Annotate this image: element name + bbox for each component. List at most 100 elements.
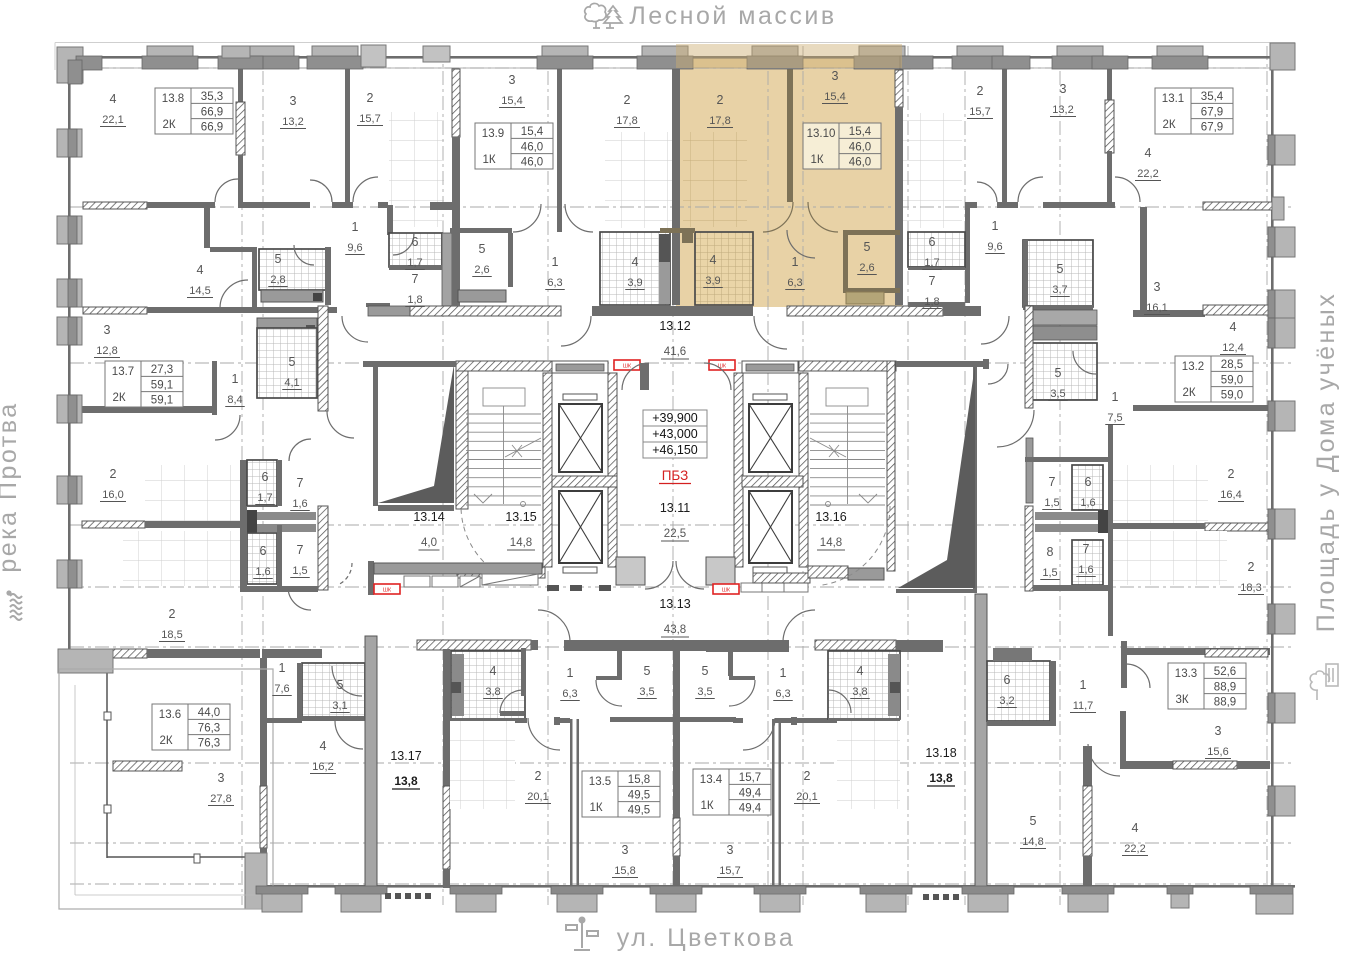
svg-text:3: 3	[1060, 82, 1067, 96]
svg-text:1К: 1К	[589, 802, 602, 814]
svg-text:22,5: 22,5	[664, 528, 686, 540]
svg-text:7,5: 7,5	[1107, 412, 1122, 424]
svg-text:7: 7	[1049, 475, 1056, 489]
svg-text:5: 5	[702, 664, 709, 678]
svg-text:3,1: 3,1	[332, 700, 347, 712]
svg-text:7: 7	[929, 274, 936, 288]
svg-text:2: 2	[1228, 467, 1235, 481]
svg-text:13.4: 13.4	[700, 774, 723, 786]
svg-text:6: 6	[412, 235, 419, 249]
svg-text:88,9: 88,9	[1214, 681, 1236, 693]
svg-text:15,8: 15,8	[614, 865, 635, 877]
svg-text:ШК: ШК	[383, 588, 392, 594]
svg-text:7: 7	[412, 272, 419, 286]
svg-text:49,4: 49,4	[739, 787, 762, 799]
svg-text:13,8: 13,8	[929, 771, 953, 785]
svg-text:35,3: 35,3	[201, 91, 223, 103]
svg-text:+43,000: +43,000	[652, 427, 698, 441]
svg-text:ул. Цветкова: ул. Цветкова	[617, 924, 795, 952]
svg-text:67,9: 67,9	[1201, 122, 1223, 134]
svg-text:ПБЗ: ПБЗ	[662, 468, 689, 483]
svg-text:4: 4	[490, 664, 497, 678]
svg-text:13.2: 13.2	[1182, 361, 1204, 373]
svg-text:ШК: ШК	[718, 364, 727, 370]
svg-text:1К: 1К	[700, 800, 713, 812]
svg-text:15,6: 15,6	[1207, 746, 1228, 758]
svg-text:5: 5	[479, 242, 486, 256]
svg-text:4: 4	[857, 664, 864, 678]
svg-text:6,3: 6,3	[775, 688, 790, 700]
svg-text:5: 5	[644, 664, 651, 678]
svg-text:6,3: 6,3	[547, 277, 562, 289]
svg-text:59,1: 59,1	[151, 395, 173, 407]
svg-text:4,1: 4,1	[284, 377, 299, 389]
svg-text:46,0: 46,0	[521, 141, 543, 153]
svg-text:22,2: 22,2	[1124, 843, 1145, 855]
svg-text:66,9: 66,9	[201, 122, 223, 134]
svg-text:2: 2	[169, 607, 176, 621]
svg-text:44,0: 44,0	[198, 707, 220, 719]
svg-text:15,7: 15,7	[719, 865, 740, 877]
svg-text:3,9: 3,9	[705, 275, 720, 287]
svg-text:1,8: 1,8	[924, 296, 939, 308]
svg-text:1К: 1К	[810, 154, 823, 166]
svg-text:13.13: 13.13	[659, 597, 690, 611]
svg-text:5: 5	[1057, 262, 1064, 276]
svg-text:2: 2	[1248, 560, 1255, 574]
svg-text:5: 5	[337, 678, 344, 692]
svg-text:46,0: 46,0	[849, 141, 871, 153]
svg-text:15,7: 15,7	[359, 113, 380, 125]
svg-text:1,8: 1,8	[407, 294, 422, 306]
svg-text:16,0: 16,0	[102, 489, 123, 501]
svg-text:1: 1	[792, 255, 799, 269]
svg-text:1К: 1К	[482, 154, 495, 166]
svg-text:5: 5	[289, 355, 296, 369]
svg-text:13.10: 13.10	[807, 128, 836, 140]
svg-text:1,6: 1,6	[255, 566, 270, 578]
svg-text:Лесной массив: Лесной массив	[629, 2, 836, 30]
svg-text:9,6: 9,6	[347, 242, 362, 254]
svg-text:6,3: 6,3	[562, 688, 577, 700]
svg-text:14,8: 14,8	[510, 537, 532, 549]
svg-text:1: 1	[352, 220, 359, 234]
svg-text:2,8: 2,8	[270, 274, 285, 286]
svg-text:6: 6	[929, 235, 936, 249]
svg-text:46,0: 46,0	[521, 157, 543, 169]
svg-text:15,4: 15,4	[521, 126, 544, 138]
svg-text:14,8: 14,8	[820, 537, 842, 549]
svg-text:8,4: 8,4	[227, 394, 242, 406]
svg-text:1: 1	[567, 666, 574, 680]
svg-text:7: 7	[1083, 542, 1090, 556]
svg-text:6,3: 6,3	[787, 277, 802, 289]
svg-text:13,2: 13,2	[282, 116, 303, 128]
svg-text:66,9: 66,9	[201, 106, 223, 118]
svg-text:12,4: 12,4	[1222, 342, 1243, 354]
svg-text:3,7: 3,7	[1052, 284, 1067, 296]
svg-text:11,7: 11,7	[1073, 700, 1094, 712]
svg-text:2: 2	[110, 467, 117, 481]
svg-text:4,0: 4,0	[421, 537, 437, 549]
svg-text:3: 3	[1215, 724, 1222, 738]
svg-text:3К: 3К	[1175, 694, 1188, 706]
svg-text:1,6: 1,6	[1080, 497, 1095, 509]
svg-text:1: 1	[1112, 390, 1119, 404]
svg-text:13.16: 13.16	[815, 510, 846, 524]
svg-text:1: 1	[1080, 678, 1087, 692]
svg-text:2: 2	[717, 93, 724, 107]
svg-text:5: 5	[864, 240, 871, 254]
svg-text:5: 5	[1055, 366, 1062, 380]
svg-text:+39,900: +39,900	[652, 411, 698, 425]
svg-text:88,9: 88,9	[1214, 697, 1236, 709]
svg-text:13.3: 13.3	[1175, 668, 1197, 680]
svg-text:76,3: 76,3	[198, 738, 220, 750]
svg-text:59,1: 59,1	[151, 379, 173, 391]
svg-text:2,6: 2,6	[474, 264, 489, 276]
svg-text:18,3: 18,3	[1240, 582, 1261, 594]
svg-text:4: 4	[632, 255, 639, 269]
svg-text:22,1: 22,1	[102, 114, 123, 126]
svg-text:4: 4	[110, 92, 117, 106]
svg-text:52,6: 52,6	[1214, 666, 1236, 678]
svg-text:22,2: 22,2	[1137, 168, 1158, 180]
svg-text:5: 5	[275, 252, 282, 266]
svg-text:1: 1	[780, 666, 787, 680]
